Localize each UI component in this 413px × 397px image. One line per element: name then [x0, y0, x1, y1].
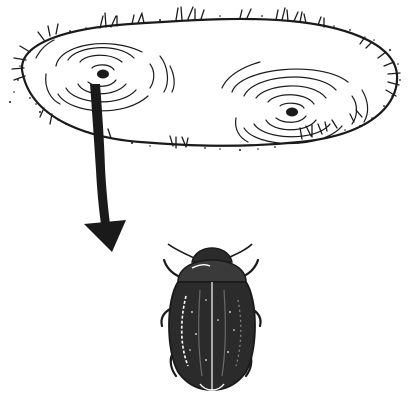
beetle-antenna-right	[228, 244, 252, 258]
pond-icon	[9, 7, 401, 151]
ripple-center-left	[97, 70, 109, 79]
ripple-center-right	[286, 108, 298, 117]
beetle-icon	[161, 244, 260, 390]
beetle-pronotum	[178, 260, 246, 282]
beetle-antenna-left	[168, 244, 194, 258]
